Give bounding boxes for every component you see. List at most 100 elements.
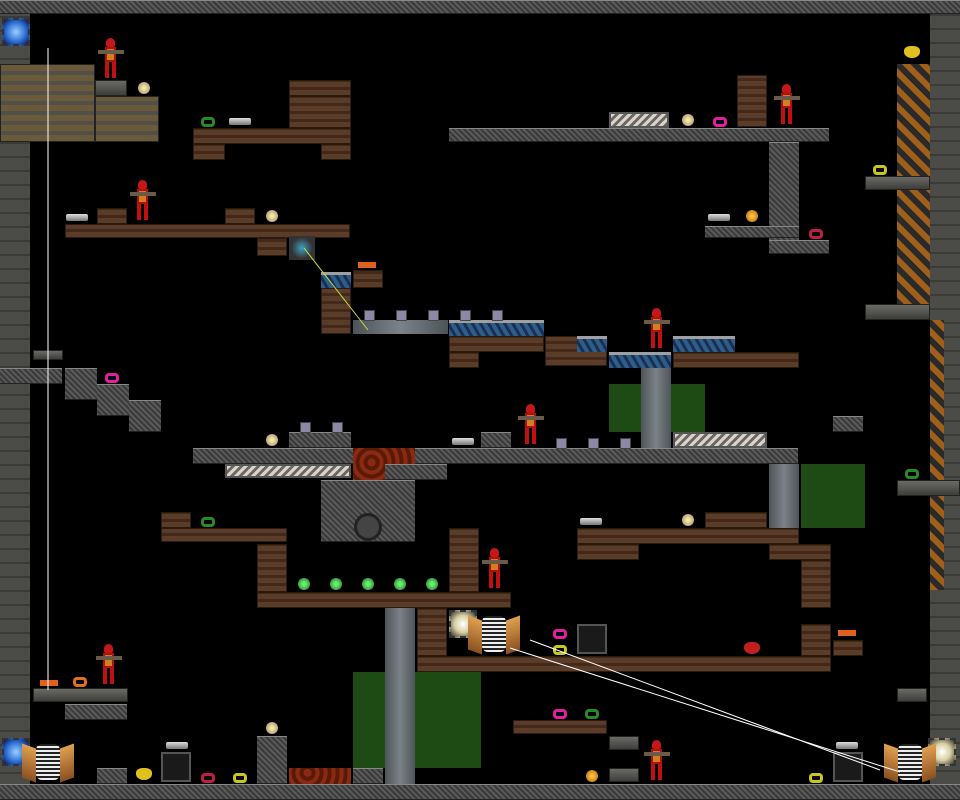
brick-tile[interactable] [321,288,351,334]
powerup-icon[interactable] [136,768,152,780]
brick-tile[interactable] [737,75,767,127]
metal-tile[interactable] [769,240,829,254]
armor-icon[interactable] [905,469,919,479]
orange-orb-icon[interactable] [746,210,758,222]
dark-tile[interactable] [833,752,863,782]
health-icon[interactable] [266,210,278,222]
metal-tile[interactable] [833,416,863,432]
mine-icon[interactable] [460,310,471,321]
light-tile[interactable] [225,464,351,478]
armor-icon[interactable] [553,709,567,719]
teleporter-target-icon[interactable] [289,236,315,260]
player-spawn-icon[interactable] [482,546,508,590]
brick-tile[interactable] [769,544,831,560]
bounce-icon[interactable] [40,680,58,686]
mine-icon[interactable] [620,438,631,449]
weapon-icon[interactable] [836,742,858,749]
dark-tile[interactable] [161,752,191,782]
jump-pad-icon[interactable] [22,740,74,784]
bounce-icon[interactable] [838,630,856,636]
weapon-icon[interactable] [166,742,188,749]
weapon-icon[interactable] [580,518,602,525]
brick-tile[interactable] [705,512,767,528]
mine-icon[interactable] [332,422,343,433]
pillar-tile[interactable] [641,368,671,448]
blue-tile[interactable] [577,336,607,352]
stonewall-tile[interactable] [0,14,30,800]
brick-tile[interactable] [673,352,799,368]
green-orb-icon[interactable] [362,578,374,590]
brick-tile[interactable] [321,144,351,160]
green-orb-icon[interactable] [330,578,342,590]
light-tile[interactable] [673,432,767,448]
armor-icon[interactable] [201,773,215,783]
armor-icon[interactable] [873,165,887,175]
player-spawn-icon[interactable] [644,738,670,782]
stone-tile[interactable] [865,176,930,190]
dark-tile[interactable] [577,624,607,654]
metal-tile[interactable] [289,432,351,448]
armor-icon[interactable] [809,773,823,783]
mine-icon[interactable] [492,310,503,321]
brick-tile[interactable] [65,224,350,238]
armor-icon[interactable] [233,773,247,783]
light-tile[interactable] [609,112,669,128]
armor-icon[interactable] [105,373,119,383]
weapon-icon[interactable] [229,118,251,125]
metal-tile[interactable] [353,768,383,784]
stone-tile[interactable] [609,768,639,782]
powerup-icon[interactable] [904,46,920,58]
mine-icon[interactable] [364,310,375,321]
brick-tile[interactable] [193,128,351,144]
jump-pad-icon[interactable] [468,612,520,656]
lava-tile[interactable] [289,768,351,784]
brick-tile[interactable] [289,80,351,96]
armor-icon[interactable] [201,117,215,127]
green-orb-icon[interactable] [298,578,310,590]
pillar-tile[interactable] [353,320,448,334]
health-icon[interactable] [266,434,278,446]
brick-tile[interactable] [193,144,225,160]
mine-icon[interactable] [428,310,439,321]
metal-tile[interactable] [449,128,829,142]
armor-icon[interactable] [553,645,567,655]
brick-tile[interactable] [513,720,607,734]
brick-tile[interactable] [449,352,479,368]
jump-pad-icon[interactable] [884,740,936,784]
metal-tile[interactable] [65,704,127,720]
mine-icon[interactable] [588,438,599,449]
brick-tile[interactable] [417,656,831,672]
teleporter-icon[interactable] [2,18,30,46]
brick-tile[interactable] [161,528,287,542]
blue-tile[interactable] [673,336,735,352]
brick-tile[interactable] [353,270,383,288]
mine-icon[interactable] [396,310,407,321]
metal-tile[interactable] [257,736,287,784]
blue-tile[interactable] [321,272,351,288]
weapon-icon[interactable] [708,214,730,221]
metal-tile[interactable] [0,784,960,800]
blue-tile[interactable] [609,352,671,368]
stone-tile[interactable] [897,480,960,496]
armor-icon[interactable] [201,517,215,527]
brick-tile[interactable] [833,640,863,656]
mine-icon[interactable] [300,422,311,433]
player-spawn-icon[interactable] [130,178,156,222]
metal-tile[interactable] [129,400,161,432]
green-orb-icon[interactable] [394,578,406,590]
player-spawn-icon[interactable] [518,402,544,446]
mine-icon[interactable] [556,438,567,449]
hazard-tile[interactable] [930,320,944,590]
player-spawn-icon[interactable] [96,642,122,686]
metal-tile[interactable] [481,432,511,448]
health-icon[interactable] [682,114,694,126]
powerup-icon[interactable] [744,642,760,654]
armor-icon[interactable] [809,229,823,239]
stone-tile[interactable] [95,80,127,96]
brick-tile[interactable] [257,238,287,256]
armor-icon[interactable] [73,677,87,687]
mossy-tile[interactable] [0,64,95,142]
brick-tile[interactable] [801,560,831,608]
brick-tile[interactable] [449,528,479,592]
